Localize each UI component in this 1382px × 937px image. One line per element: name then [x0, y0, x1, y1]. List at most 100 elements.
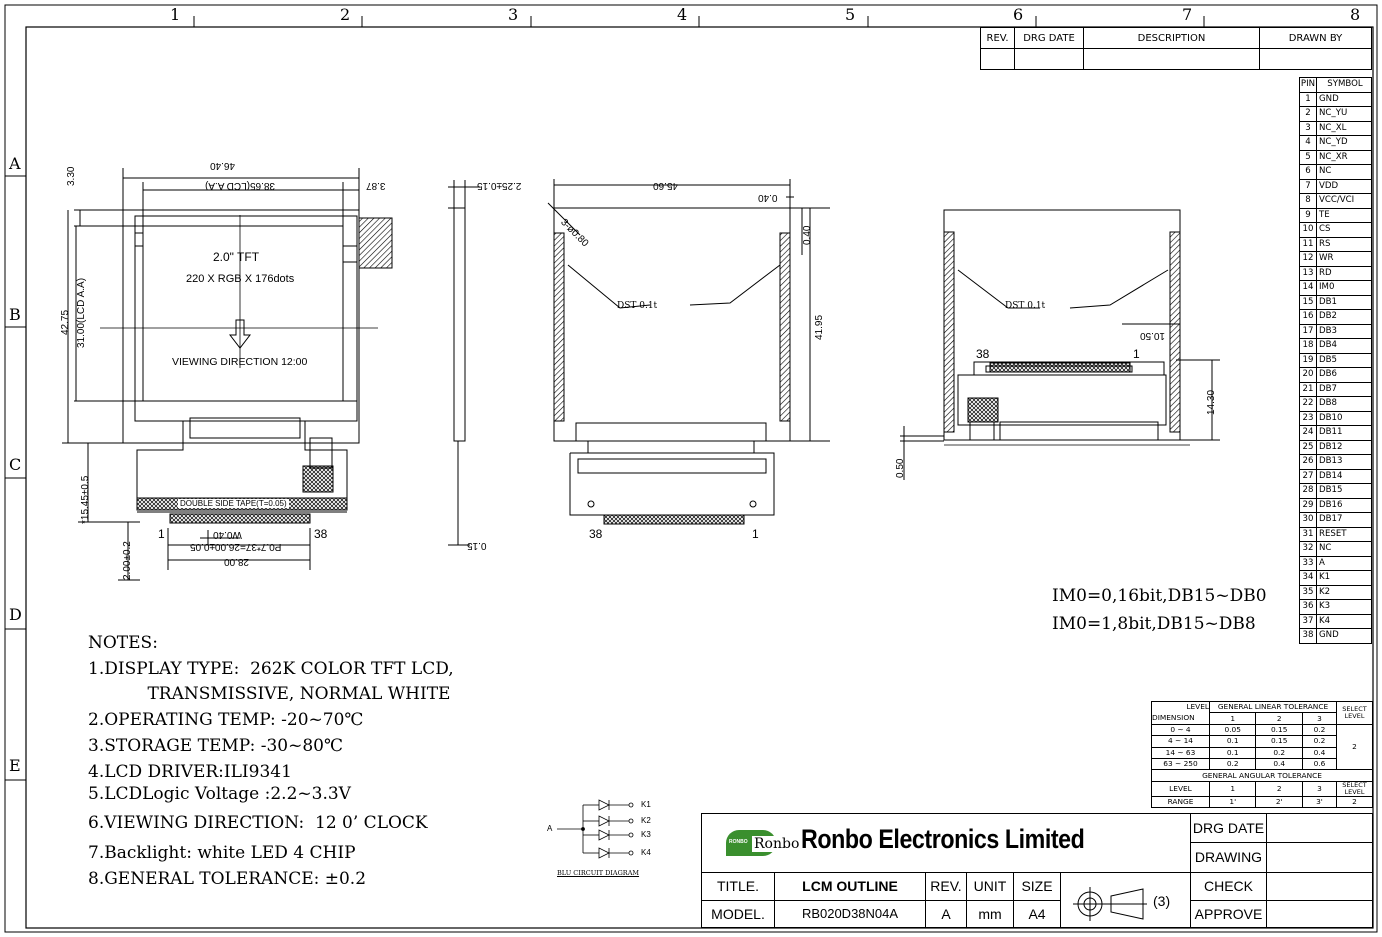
dim-fpc-thickness: 0.15 [467, 540, 487, 551]
tol-select-level: SELECT LEVEL [1336, 701, 1373, 725]
pin-symbol: VDD [1316, 178, 1372, 194]
dim-width-aa: 38.65(LCD A.A) [205, 180, 276, 191]
pin-symbol: DB6 [1316, 367, 1372, 383]
side-view [448, 180, 480, 546]
blu-k3: K3 [641, 830, 651, 839]
bottom-view [900, 209, 1220, 480]
title-block: RONBO Ronbo Ronbo Electronics Limited DR… [701, 812, 1373, 929]
tol-row-2-range: 14 ~ 63 [1151, 746, 1210, 759]
unit-label: UNIT [966, 871, 1014, 901]
pin-symbol: DB15 [1316, 483, 1372, 499]
pin-number: 35 [1299, 584, 1317, 600]
tol-row-1-l3: 0.2 [1301, 735, 1338, 748]
pin-number: 38 [1299, 628, 1317, 644]
dim-top-offset: 3.30 [66, 166, 77, 186]
pin-symbol: A [1316, 555, 1372, 571]
pin-symbol: RS [1316, 236, 1372, 252]
tol-angular-v3: 3' [1301, 795, 1338, 809]
tol-row-1-l1: 0.1 [1208, 735, 1257, 748]
pin-number: 5 [1299, 149, 1317, 165]
grid-row-e: E [9, 756, 21, 775]
tol-angular-level-1: 1 [1208, 780, 1257, 797]
back-pin-right: 1 [752, 527, 759, 541]
pin-number: 18 [1299, 338, 1317, 354]
tape-label: DOUBLE SIDE TAPE(T=0.05) [178, 499, 289, 508]
pin-number: 8 [1299, 193, 1317, 209]
drawing-label: DRAWING [1190, 842, 1267, 873]
approve-label: APPROVE [1190, 899, 1267, 929]
pin-symbol: NC_YU [1316, 106, 1372, 122]
front-view [62, 168, 393, 581]
tol-row-0-l3: 0.2 [1301, 723, 1338, 737]
company-name: Ronbo Electronics Limited [801, 824, 1085, 854]
unit-value: mm [966, 899, 1014, 929]
blu-k1: K1 [641, 800, 651, 809]
pin-symbol: VCC/VCI [1316, 193, 1372, 209]
pin-number: 1 [1299, 91, 1317, 107]
dim-thickness: 2.25±0.15 [477, 180, 522, 191]
pin-symbol: DB1 [1316, 294, 1372, 310]
pin-symbol: RESET [1316, 526, 1372, 542]
pin-symbol: NC_YD [1316, 135, 1372, 151]
grid-row-c: C [9, 455, 22, 474]
note-1-cont: TRANSMISSIVE, NORMAL WHITE [88, 684, 451, 704]
tol-row-1-range: 4 ~ 14 [1151, 735, 1210, 748]
drg-date-header: DRG DATE [1014, 27, 1084, 49]
tol-angular-level-3: 3 [1301, 780, 1338, 797]
title-value: LCM OUTLINE [774, 871, 926, 901]
pin-number: 12 [1299, 251, 1317, 267]
grid-col-3: 3 [508, 5, 519, 24]
pin-number: 33 [1299, 555, 1317, 571]
dim-height-aa: 31.00(LCD A.A) [76, 277, 87, 348]
note-8: 8.GENERAL TOLERANCE: ±0.2 [88, 869, 367, 889]
pin-symbol: GND [1316, 628, 1372, 644]
pin-symbol: GND [1316, 91, 1372, 107]
pin-number: 10 [1299, 222, 1317, 238]
note-5: 5.LCDLogic Voltage :2.2~3.3V [88, 784, 351, 804]
pin-symbol: DB5 [1316, 352, 1372, 368]
pin-number: 37 [1299, 613, 1317, 629]
tol-angular-title: GENERAL ANGULAR TOLERANCE [1151, 769, 1373, 782]
pin-symbol: NC [1316, 164, 1372, 180]
pin-number: 4 [1299, 135, 1317, 151]
pin-symbol: DB2 [1316, 309, 1372, 325]
dim-right-offset: 3.87 [366, 180, 386, 191]
back-dim-width: 45.60 [653, 180, 679, 191]
tol-row-3-range: 63 ~ 250 [1151, 757, 1210, 771]
pin-number: 16 [1299, 309, 1317, 325]
pin-symbol: NC [1316, 541, 1372, 557]
im0-note-8bit: IM0=1,8bit,DB15~DB8 [1052, 614, 1256, 634]
pin-symbol: K1 [1316, 570, 1372, 586]
logo-small-text: RONBO [729, 839, 748, 845]
tol-row-3-l1: 0.2 [1208, 757, 1257, 771]
tol-level-3: 3 [1301, 712, 1338, 725]
projection-label: (3) [1153, 892, 1171, 909]
blu-anode: A [547, 824, 553, 833]
tolerance-table: LEVEL GENERAL LINEAR TOLERANCE SELECT LE… [1151, 700, 1373, 809]
blu-caption: BLU CIRCUIT DIAGRAM [557, 869, 640, 877]
tol-range-label: RANGE [1151, 795, 1210, 809]
grid-col-5: 5 [845, 5, 856, 24]
tol-row-3-l2: 0.4 [1255, 757, 1303, 771]
panel-size-text: 2.0" TFT [213, 250, 260, 264]
